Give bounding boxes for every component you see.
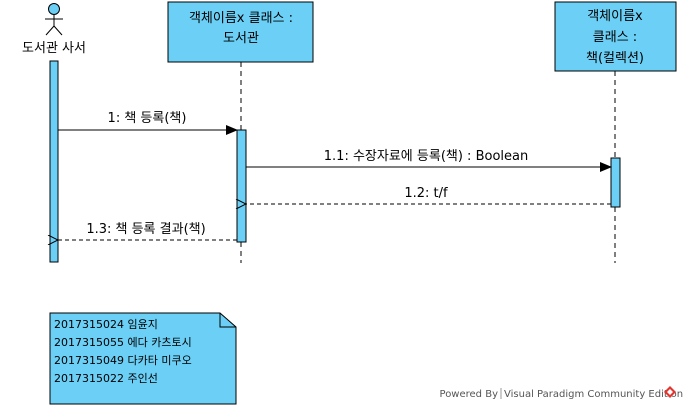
object-book-line1: 객체이름x	[587, 9, 643, 24]
actor-label: 도서관 사서	[22, 41, 86, 56]
message-1-label: 1: 책 등록(책)	[108, 111, 187, 126]
actor-activation-bar[interactable]	[49, 60, 59, 263]
note-line: 2017315055 에다 카츠토시	[54, 336, 192, 349]
actor-figure-icon[interactable]	[45, 3, 63, 36]
object-librarian-name: 도서관	[223, 31, 259, 46]
watermark-prefix: Powered By	[440, 389, 499, 400]
object-book-line2: 클래스 :	[593, 30, 637, 45]
note-line: 2017315024 임윤지	[54, 318, 158, 331]
book-activation-bar[interactable]	[610, 157, 621, 208]
visual-paradigm-logo-icon	[664, 386, 676, 398]
object-box-book[interactable]	[554, 1, 677, 72]
note-line: 2017315022 주인선	[54, 372, 158, 385]
object-box-librarian[interactable]	[167, 1, 314, 63]
object-librarian-title: 객체이름x 클래스 :	[189, 11, 293, 26]
message-1-1-label: 1.1: 수장자료에 등록(책) : Boolean	[324, 149, 528, 164]
watermark-product: Visual Paradigm Community Edition	[504, 389, 683, 400]
note-line: 2017315049 다카타 미쿠오	[54, 354, 192, 367]
librarian-activation-bar[interactable]	[236, 129, 247, 243]
message-1-3-label: 1.3: 책 등록 결과(책)	[86, 222, 205, 237]
message-1-2-label: 1.2: t/f	[404, 186, 448, 201]
note[interactable]	[49, 312, 237, 405]
object-book-line3: 책(컬렉션)	[586, 51, 644, 66]
note-fold-icon	[219, 313, 236, 328]
